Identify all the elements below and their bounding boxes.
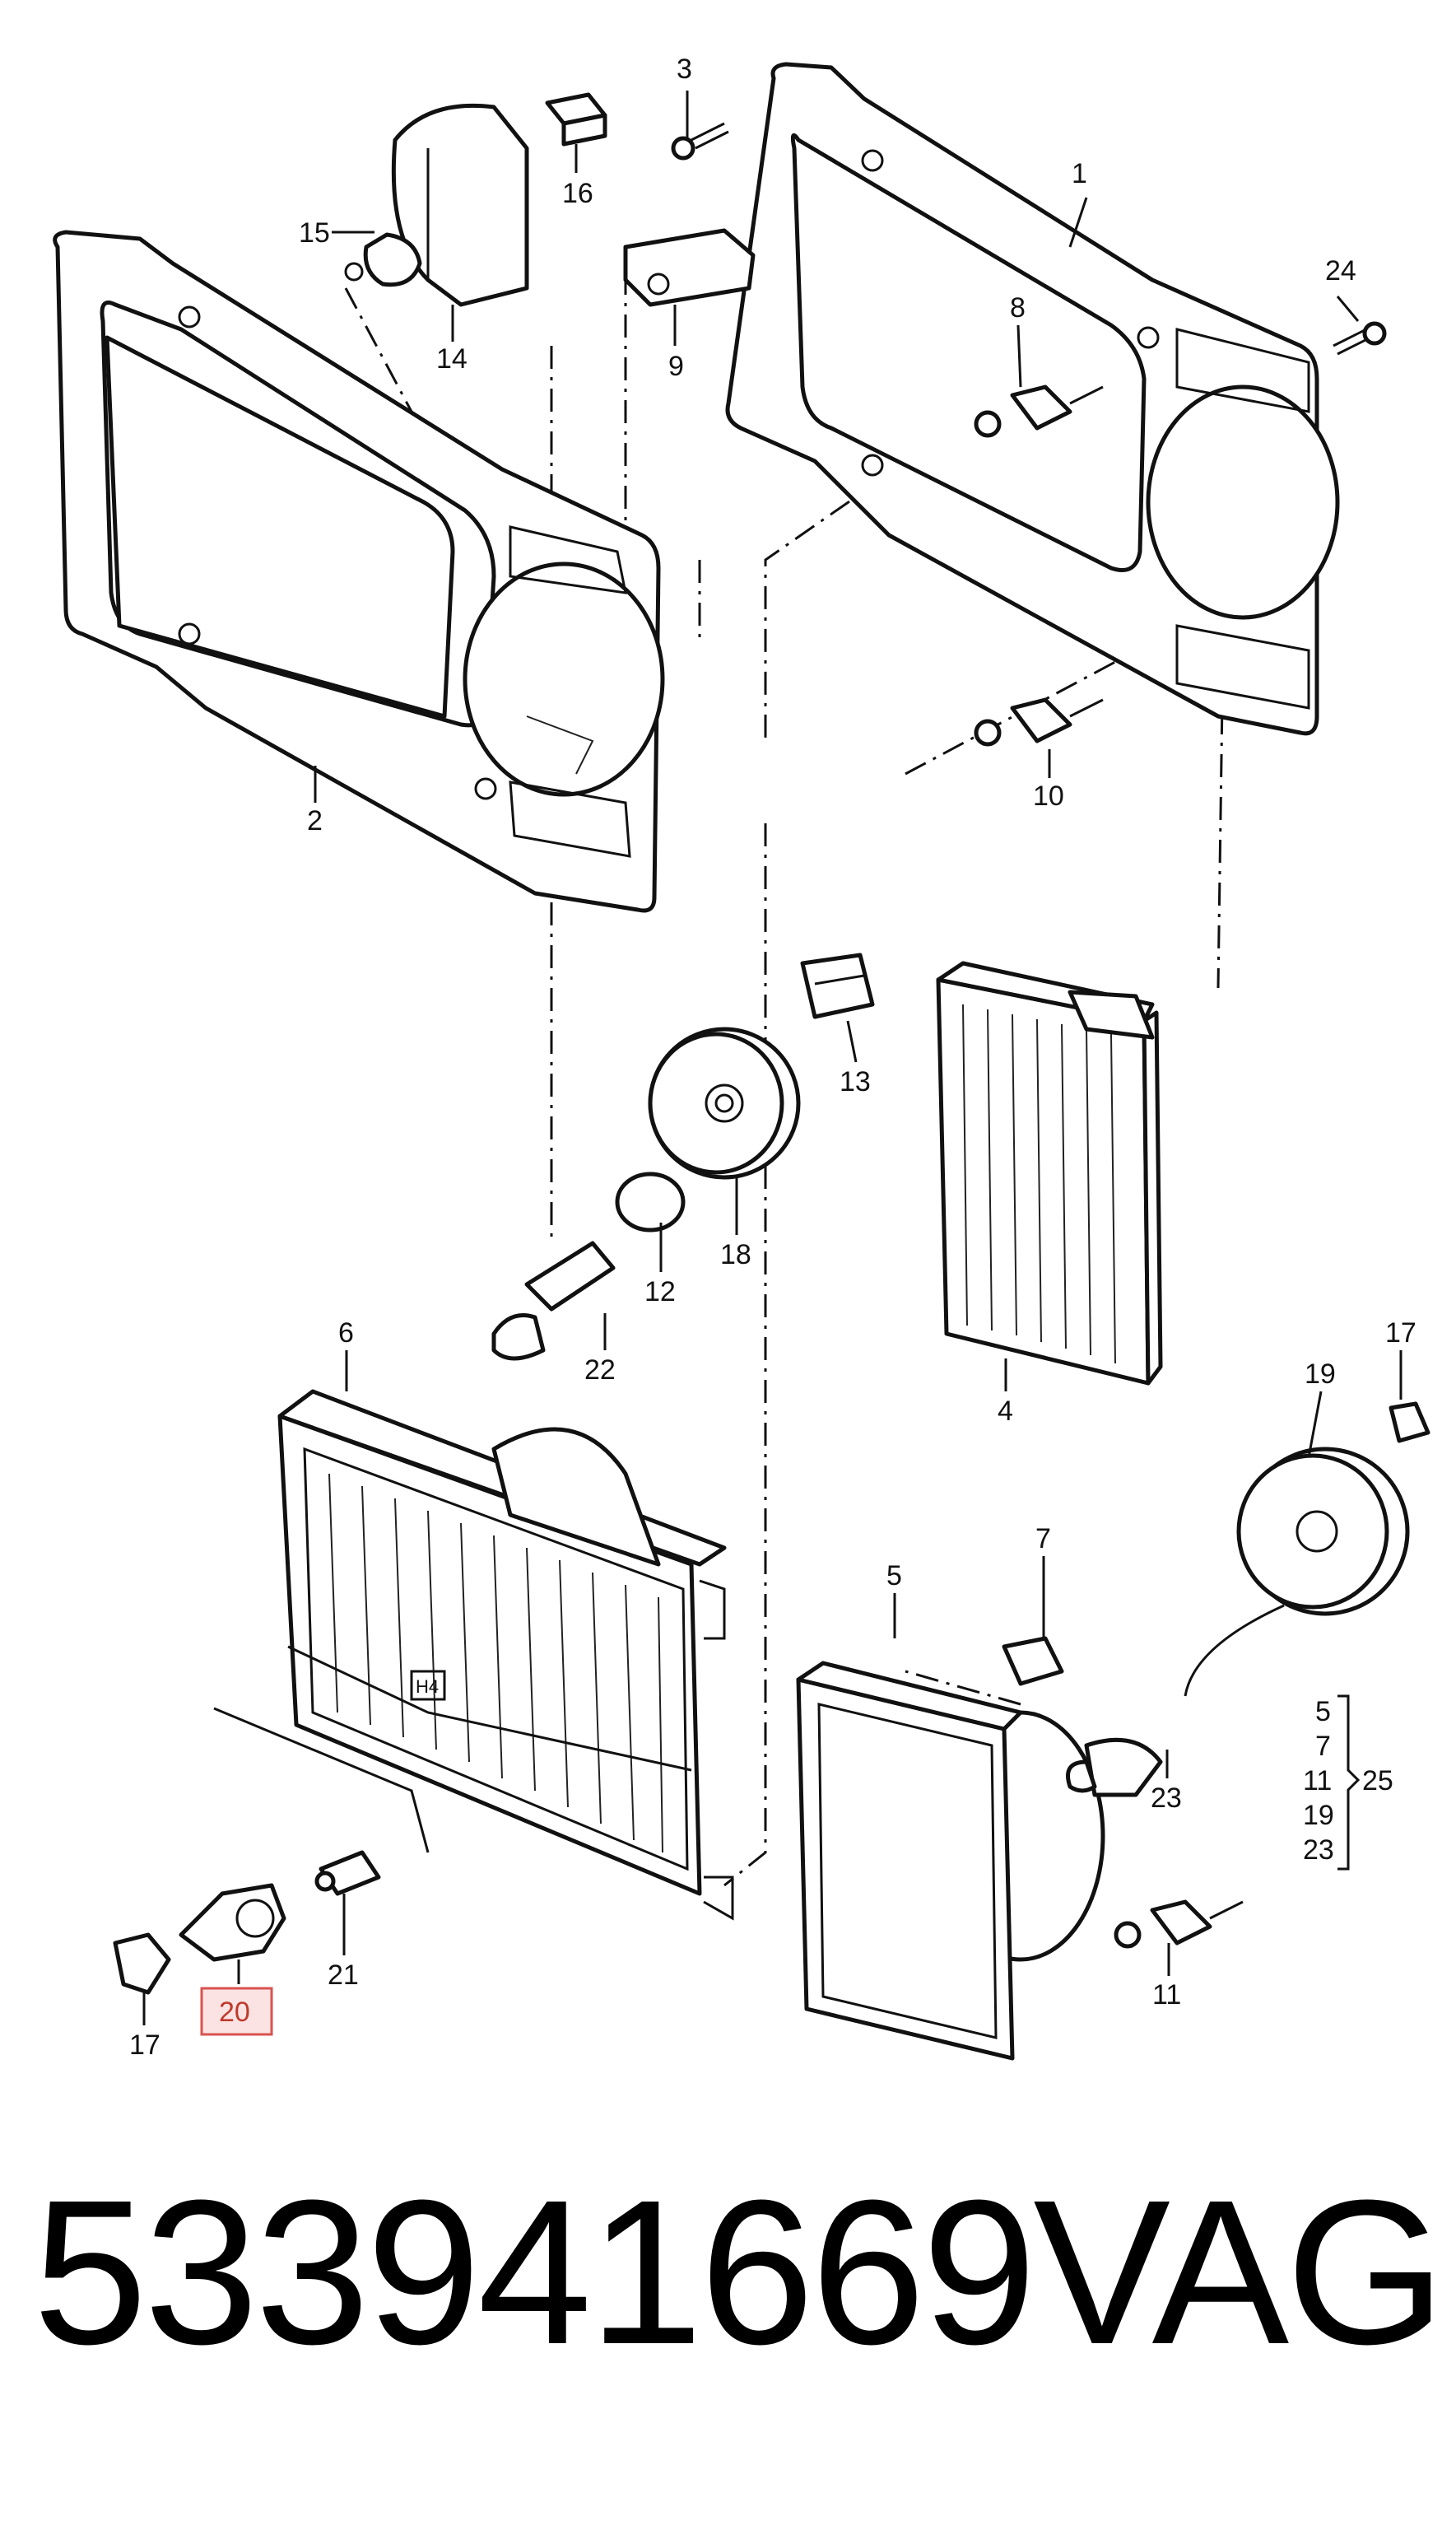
reflector-part-19	[1184, 1447, 1410, 1697]
frame-part-2	[53, 230, 665, 913]
adjuster-part-11	[1114, 1899, 1244, 1949]
group-item-5: 5	[1315, 1696, 1331, 1727]
connector-part-13	[800, 953, 875, 1019]
callout-18: 18	[720, 1239, 751, 1270]
headlight-part-5	[796, 1661, 1105, 2061]
callout-10: 10	[1033, 781, 1064, 812]
group-item-7: 7	[1315, 1731, 1331, 1762]
bulb-part-15	[344, 232, 422, 287]
callout-7: 7	[1035, 1523, 1051, 1554]
screw-part-24	[1333, 321, 1387, 356]
callout-23-upper: 23	[1151, 1782, 1182, 1814]
callout-24: 24	[1325, 255, 1356, 287]
callout-20-highlight[interactable]: 20	[200, 1987, 273, 2036]
group-item-19: 19	[1303, 1800, 1334, 1831]
cover-outline	[213, 1707, 430, 1853]
svg-text:H4: H4	[416, 1676, 439, 1697]
headlight-part-4	[936, 961, 1163, 1386]
bulb-part-22	[491, 1241, 616, 1361]
callout-17-left: 17	[129, 2029, 160, 2061]
headlight-part-6: H4	[277, 1389, 734, 1921]
clip-part-16	[545, 92, 607, 147]
bracket-part-9	[623, 228, 756, 307]
callout-2: 2	[307, 805, 323, 836]
bulb-part-23	[1066, 1737, 1163, 1797]
bulb-part-21	[314, 1850, 381, 1896]
housing-part-14	[391, 103, 529, 307]
callout-15: 15	[299, 217, 330, 249]
part-number: 533941669	[33, 2157, 1036, 2387]
part-number-caption: 533941669 VAG	[33, 2149, 1446, 2396]
socket-part-7	[1002, 1636, 1064, 1686]
callout-13: 13	[840, 1066, 871, 1097]
screw-part-3	[671, 122, 729, 161]
adjuster-part-8	[974, 384, 1104, 438]
callout-4: 4	[998, 1396, 1013, 1427]
callout-8: 8	[1010, 292, 1026, 324]
callout-19-upper: 19	[1305, 1358, 1336, 1390]
callout-3: 3	[677, 54, 692, 85]
callout-17-right: 17	[1385, 1317, 1416, 1349]
callout-1: 1	[1072, 158, 1087, 189]
callout-6: 6	[338, 1317, 354, 1349]
callout-21: 21	[328, 1959, 359, 1991]
callout-11-lower: 11	[1152, 1979, 1181, 2011]
callout-20: 20	[219, 1997, 250, 2028]
callout-5: 5	[886, 1560, 902, 1591]
clip-part-17-left	[113, 1932, 171, 1995]
brand-name: VAG	[1033, 2157, 1445, 2387]
reflector-part-18	[648, 1027, 801, 1180]
clip-part-17-right	[1389, 1401, 1430, 1443]
group-item-11: 11	[1303, 1765, 1332, 1796]
adjuster-part-10	[974, 697, 1104, 747]
callout-16: 16	[562, 178, 593, 209]
ring-part-12	[615, 1172, 686, 1233]
group-item-23: 23	[1303, 1834, 1334, 1866]
group-25-list: 5 7 11 19 23 25	[1303, 1694, 1393, 1871]
leader-lines	[142, 91, 1403, 2025]
callout-12: 12	[644, 1276, 676, 1307]
callout-22: 22	[584, 1354, 616, 1386]
callout-14: 14	[436, 343, 468, 375]
group-brace	[1337, 1694, 1361, 1871]
callout-9: 9	[668, 351, 684, 382]
callout-labels: 1 2 3 4 5 6 7 8 9 10 11 12 13 14 15 16 1…	[129, 54, 1416, 2061]
socket-part-20	[179, 1883, 286, 1962]
highlight-box	[200, 1987, 273, 2036]
callout-25: 25	[1362, 1765, 1393, 1796]
